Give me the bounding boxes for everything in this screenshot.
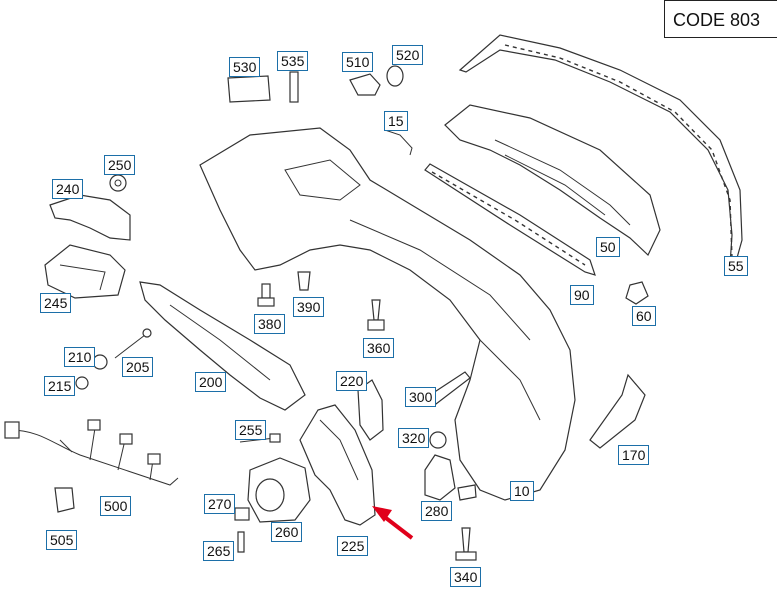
callout-510[interactable]: 510 xyxy=(342,52,374,72)
callout-270[interactable]: 270 xyxy=(204,494,236,514)
part-245-bracket[interactable] xyxy=(44,244,126,299)
callout-90[interactable]: 90 xyxy=(570,285,594,305)
code-box: CODE 803 xyxy=(664,0,777,38)
callout-360[interactable]: 360 xyxy=(363,338,395,358)
callout-60[interactable]: 60 xyxy=(632,306,656,326)
callout-260[interactable]: 260 xyxy=(271,522,303,542)
part-10-bumper-cover[interactable] xyxy=(199,127,576,501)
callout-245[interactable]: 245 xyxy=(40,293,72,313)
part-360-screw[interactable] xyxy=(367,299,385,331)
part-535-strip[interactable] xyxy=(289,71,299,103)
red-arrow-icon xyxy=(372,506,414,540)
callout-200[interactable]: 200 xyxy=(195,372,227,392)
part-520-ring[interactable] xyxy=(386,65,404,87)
callout-300[interactable]: 300 xyxy=(405,387,437,407)
part-220-bracket[interactable] xyxy=(357,379,384,441)
part-90-strip[interactable] xyxy=(424,163,596,276)
callout-205[interactable]: 205 xyxy=(122,357,154,377)
part-170-strip[interactable] xyxy=(589,373,646,449)
part-15-clip[interactable] xyxy=(384,129,413,156)
callout-280[interactable]: 280 xyxy=(421,501,453,521)
callout-55[interactable]: 55 xyxy=(724,256,748,276)
part-255-pin[interactable] xyxy=(239,433,281,443)
callout-500[interactable]: 500 xyxy=(100,496,132,516)
callout-520[interactable]: 520 xyxy=(392,45,424,65)
callout-340[interactable]: 340 xyxy=(450,567,482,587)
callout-380[interactable]: 380 xyxy=(254,314,286,334)
part-530-module[interactable] xyxy=(227,75,271,103)
callout-10[interactable]: 10 xyxy=(510,481,534,501)
part-60-clip[interactable] xyxy=(625,281,649,305)
callout-265[interactable]: 265 xyxy=(203,541,235,561)
callout-240[interactable]: 240 xyxy=(52,179,84,199)
callout-50[interactable]: 50 xyxy=(596,237,620,257)
callout-535[interactable]: 535 xyxy=(277,51,309,71)
part-340-screw[interactable] xyxy=(455,527,477,561)
part-270-clip[interactable] xyxy=(234,507,250,521)
callout-220[interactable]: 220 xyxy=(336,371,368,391)
part-240-bracket[interactable] xyxy=(49,194,131,241)
part-510-sensor[interactable] xyxy=(349,73,381,96)
part-280-bracket[interactable] xyxy=(424,454,477,501)
part-390-screw[interactable] xyxy=(297,271,311,291)
callout-210[interactable]: 210 xyxy=(64,347,96,367)
callout-530[interactable]: 530 xyxy=(229,57,261,77)
part-380-bolt[interactable] xyxy=(257,283,275,307)
part-505-connector[interactable] xyxy=(54,487,75,513)
part-200-bracket[interactable] xyxy=(139,281,306,411)
callout-215[interactable]: 215 xyxy=(44,376,76,396)
callout-15[interactable]: 15 xyxy=(384,111,408,131)
part-320-nut[interactable] xyxy=(429,431,447,449)
part-265-screw[interactable] xyxy=(237,531,245,553)
callout-505[interactable]: 505 xyxy=(46,530,78,550)
callout-390[interactable]: 390 xyxy=(293,297,325,317)
part-500-wiring-harness[interactable] xyxy=(4,419,179,486)
callout-225[interactable]: 225 xyxy=(337,536,369,556)
part-250-nut[interactable] xyxy=(109,174,127,192)
part-225-bracket[interactable] xyxy=(299,404,376,526)
callout-170[interactable]: 170 xyxy=(618,445,650,465)
callout-255[interactable]: 255 xyxy=(235,420,267,440)
part-50-diffuser[interactable] xyxy=(444,104,661,257)
callout-250[interactable]: 250 xyxy=(104,155,136,175)
part-260-housing[interactable] xyxy=(247,457,311,523)
part-215-grommet[interactable] xyxy=(75,376,89,390)
part-205-rod[interactable] xyxy=(114,328,152,359)
callout-320[interactable]: 320 xyxy=(398,428,430,448)
